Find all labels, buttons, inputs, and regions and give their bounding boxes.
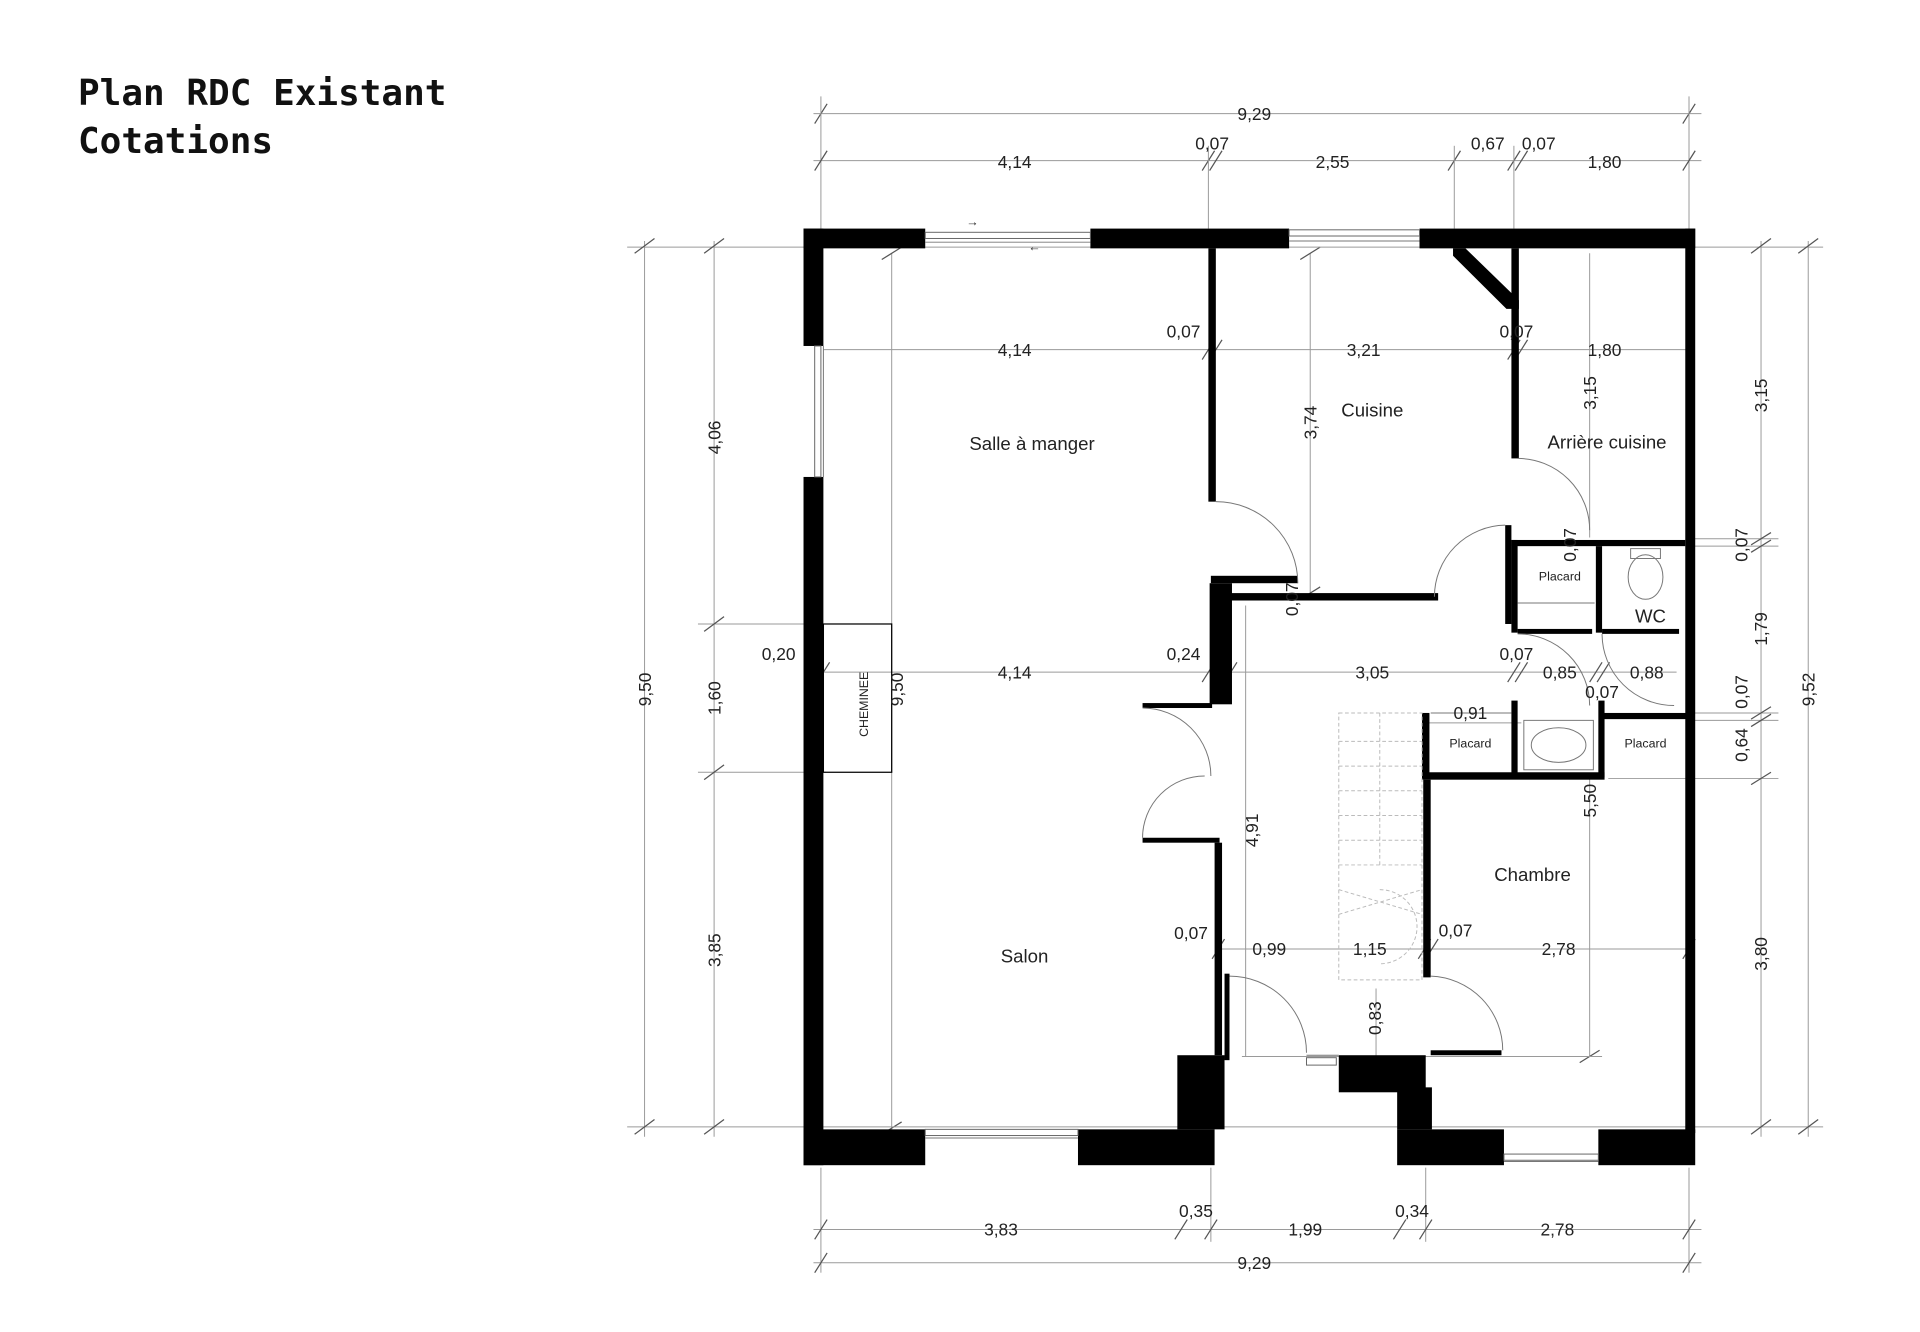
dim-top-f: 1,80 bbox=[1588, 152, 1622, 172]
room-wc: WC bbox=[1635, 606, 1666, 627]
dim-r2-h: 0,07 bbox=[1585, 682, 1619, 702]
dim-v-placard: 0,07 bbox=[1560, 528, 1580, 562]
sink-bowl-icon bbox=[1530, 727, 1587, 763]
dim-top-c: 2,55 bbox=[1316, 152, 1350, 172]
dim-v-stair: 4,91 bbox=[1242, 814, 1262, 848]
dim-r2-a: 0,20 bbox=[762, 644, 796, 664]
dim-r2-f: 0,85 bbox=[1543, 662, 1577, 682]
room-placard-2: Placard bbox=[1449, 737, 1491, 751]
dim-r1-e: 1,80 bbox=[1588, 340, 1622, 360]
dim-right-a: 3,15 bbox=[1751, 379, 1771, 413]
dim-right-e: 0,64 bbox=[1731, 728, 1751, 762]
dim-r2-b: 4,14 bbox=[998, 662, 1032, 682]
dim-v-hall: 0,07 bbox=[1282, 582, 1302, 616]
dim-r4-e: 2,78 bbox=[1542, 939, 1576, 959]
dim-r2-e: 0,07 bbox=[1499, 644, 1533, 664]
dim-top-total: 9,29 bbox=[1237, 104, 1271, 124]
staircase bbox=[1338, 712, 1423, 981]
dim-v-arriere: 3,15 bbox=[1580, 376, 1600, 410]
dim-r2-d: 3,05 bbox=[1355, 662, 1389, 682]
dim-top-d: 0,67 bbox=[1471, 134, 1505, 154]
doors bbox=[1142, 457, 1675, 1066]
dim-v-cheminee: 9,50 bbox=[887, 673, 907, 707]
plan-subtitle: Cotations bbox=[78, 121, 274, 162]
room-placard-3: Placard bbox=[1624, 737, 1666, 751]
dim-bot-b: 0,35 bbox=[1179, 1201, 1213, 1221]
arrow-right-icon: → bbox=[966, 215, 978, 229]
fixtures bbox=[822, 548, 1664, 773]
dim-left-c: 3,85 bbox=[704, 933, 724, 967]
arrow-left-icon: ← bbox=[1028, 240, 1040, 254]
dim-r3-a: 0,91 bbox=[1454, 703, 1488, 723]
dim-r1-d: 0,07 bbox=[1499, 321, 1533, 341]
dim-r4-a: 0,07 bbox=[1174, 923, 1208, 943]
dim-r1-a: 4,14 bbox=[998, 340, 1032, 360]
fireplace bbox=[822, 623, 893, 773]
dim-v-chambre: 5,50 bbox=[1580, 784, 1600, 818]
dim-right-total: 9,52 bbox=[1798, 673, 1818, 707]
dim-r1-b: 0,07 bbox=[1167, 321, 1201, 341]
dim-r1-c: 3,21 bbox=[1347, 340, 1381, 360]
dim-bot-e: 2,78 bbox=[1540, 1220, 1574, 1240]
dim-r4-b: 0,99 bbox=[1252, 939, 1286, 959]
dim-r4-c: 1,15 bbox=[1353, 939, 1387, 959]
label-cheminee: CHEMINEE bbox=[857, 672, 871, 737]
toilet-icon bbox=[1627, 554, 1664, 600]
dim-right-b: 0,07 bbox=[1731, 528, 1751, 562]
dim-bot-a: 3,83 bbox=[984, 1220, 1018, 1240]
room-salon: Salon bbox=[1001, 946, 1049, 967]
room-chambre: Chambre bbox=[1494, 864, 1571, 885]
plan-title: Plan RDC Existant bbox=[78, 73, 447, 114]
sink-basin bbox=[1523, 719, 1594, 771]
dim-top-b: 0,07 bbox=[1195, 134, 1229, 154]
dim-bot-total: 9,29 bbox=[1237, 1253, 1271, 1273]
walls bbox=[803, 228, 1696, 1166]
room-cuisine: Cuisine bbox=[1341, 399, 1403, 420]
dim-v-door: 0,83 bbox=[1365, 1001, 1385, 1035]
dimension-labels: 9,29 4,14 0,07 2,55 0,67 0,07 1,80 4,14 … bbox=[635, 104, 1819, 1273]
windows: → ← bbox=[814, 215, 1599, 1162]
dim-r2-c: 0,24 bbox=[1167, 644, 1201, 664]
title-block: Plan RDC Existant Cotations bbox=[78, 70, 446, 166]
dim-r2-g: 0,88 bbox=[1630, 662, 1664, 682]
dim-right-d: 0,07 bbox=[1731, 675, 1751, 709]
dim-right-c: 1,79 bbox=[1751, 612, 1771, 646]
dim-right-f: 3,80 bbox=[1751, 937, 1771, 971]
dim-v-cuisine: 3,74 bbox=[1300, 405, 1320, 439]
room-labels: Salle à manger Cuisine Arrière cuisine S… bbox=[857, 399, 1667, 966]
dim-left-b: 1,60 bbox=[704, 681, 724, 715]
dim-top-a: 4,14 bbox=[998, 152, 1032, 172]
dim-left-total: 9,50 bbox=[635, 673, 655, 707]
room-arriere-cuisine: Arrière cuisine bbox=[1548, 432, 1667, 453]
room-placard-1: Placard bbox=[1539, 570, 1581, 584]
dim-bot-c: 1,99 bbox=[1288, 1220, 1322, 1240]
dim-top-e: 0,07 bbox=[1522, 134, 1556, 154]
dim-bot-d: 0,34 bbox=[1395, 1201, 1429, 1221]
dim-r4-d: 0,07 bbox=[1439, 921, 1473, 941]
room-salle-a-manger: Salle à manger bbox=[969, 433, 1094, 454]
dim-left-a: 4,06 bbox=[704, 421, 724, 455]
